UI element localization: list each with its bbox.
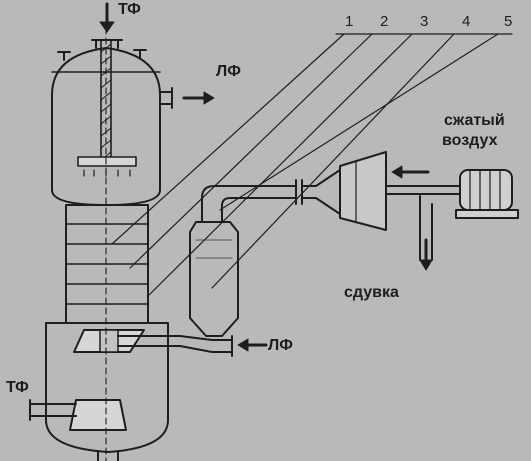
label-lf-top: ЛФ	[216, 63, 241, 80]
motor-base	[455, 209, 519, 219]
riser-pipe	[201, 197, 223, 223]
swirl-cone-neck	[99, 329, 119, 353]
motor-shaft	[385, 185, 461, 195]
purge-pipe	[419, 195, 433, 261]
motor-body	[459, 169, 513, 211]
distributor-plate	[77, 156, 137, 167]
label-tf-bottom: ТФ	[6, 379, 29, 396]
distributor-drips	[83, 169, 131, 177]
blower-housing	[339, 151, 387, 231]
label-compressed-air-2: воздух	[442, 132, 498, 149]
leader-1	[111, 33, 345, 245]
bottom-inlet-pipe	[29, 399, 77, 421]
callout-2: 2	[380, 13, 389, 30]
column-rings	[65, 223, 149, 305]
lower-inlet-pipe	[117, 335, 233, 357]
arrow-air-head	[391, 165, 403, 179]
bottom-outlet	[97, 450, 119, 461]
callout-4: 4	[462, 13, 471, 30]
top-nozzle-left	[57, 51, 71, 61]
callout-3: 3	[420, 13, 429, 30]
motor-ribs	[469, 169, 501, 211]
label-purge: сдувка	[344, 284, 399, 301]
bottom-distributor	[69, 399, 127, 431]
leader-5	[219, 33, 499, 211]
arrow-lf-bottom-head	[237, 338, 249, 352]
label-tf-top: ТФ	[118, 1, 141, 18]
flange-pair	[295, 179, 303, 205]
leader-3	[147, 33, 413, 297]
separator-shading	[195, 239, 233, 259]
callout-5: 5	[504, 13, 513, 30]
side-outlet-nozzle	[159, 87, 173, 109]
label-lf-bottom: ЛФ	[268, 337, 293, 354]
flow-arrows	[99, 2, 433, 352]
top-nozzle-right	[133, 49, 147, 59]
callout-leaders	[111, 33, 513, 297]
arrow-lf-top-head	[203, 91, 215, 105]
separator-body	[189, 221, 239, 337]
arrow-purge-head	[419, 259, 433, 271]
ejector-cone	[315, 169, 341, 215]
leader-4	[211, 33, 455, 289]
lower-vessel	[45, 322, 169, 453]
label-compressed-air-1: сжатый	[444, 112, 505, 129]
arrow-tf-top-head	[99, 21, 115, 33]
leader-2	[129, 33, 373, 269]
callout-1: 1	[345, 13, 354, 30]
